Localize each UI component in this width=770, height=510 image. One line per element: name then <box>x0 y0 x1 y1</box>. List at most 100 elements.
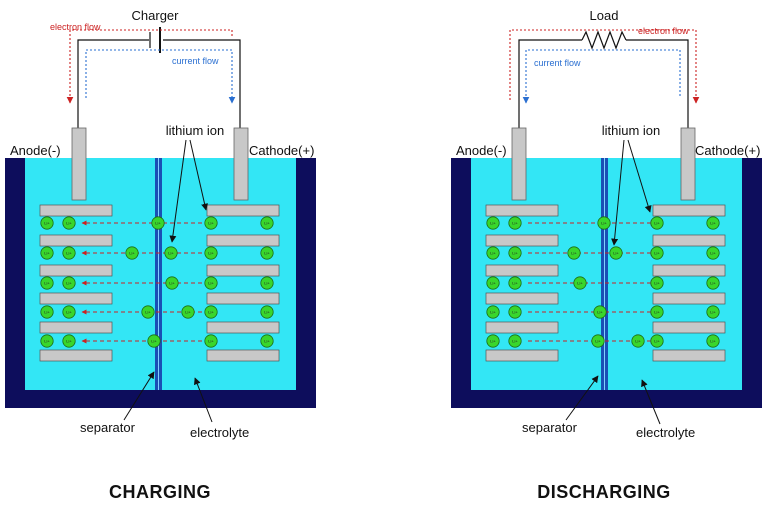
panel-title: DISCHARGING <box>537 482 671 502</box>
lithium-ion-symbol: Li+ <box>66 310 72 315</box>
lithium-ion-symbol: Li+ <box>185 310 191 315</box>
lithium-ion <box>650 305 664 319</box>
lithium-ion-symbol: Li+ <box>710 310 716 315</box>
lithium-ion-symbol: Li+ <box>264 339 270 344</box>
lithium-ion-symbol: Li+ <box>66 251 72 256</box>
lithium-ion-symbol: Li+ <box>151 339 157 344</box>
lithium-ion-symbol: Li+ <box>512 221 518 226</box>
lithium-ion <box>508 305 522 319</box>
anode-plate <box>39 349 113 362</box>
anode-plate <box>39 292 113 305</box>
lithium-ion-symbol: Li+ <box>512 310 518 315</box>
lithium-ion <box>204 216 218 230</box>
source-label: Load <box>590 8 619 23</box>
lithium-ion-symbol: Li+ <box>490 339 496 344</box>
anode-plate <box>485 349 559 362</box>
lithium-ion-symbol: Li+ <box>490 221 496 226</box>
electrolyte-label: electrolyte <box>190 425 249 440</box>
lithium-ion <box>706 276 720 290</box>
lithium-ion-symbol: Li+ <box>654 221 660 226</box>
circuit-wire <box>77 39 241 128</box>
lithium-ion <box>508 216 522 230</box>
circuit-wire <box>518 39 689 128</box>
panel-title: CHARGING <box>109 482 211 502</box>
anode-plate <box>485 292 559 305</box>
lithium-ion <box>706 305 720 319</box>
lithium-ion <box>486 276 500 290</box>
cathode-plate <box>206 234 280 247</box>
lithium-ion <box>567 246 581 260</box>
lithium-ion <box>204 276 218 290</box>
anode-terminal <box>511 127 527 201</box>
anode-plate <box>39 321 113 334</box>
cathode-plate <box>206 349 280 362</box>
cathode-label: Cathode(+) <box>695 143 760 158</box>
cathode-terminal <box>680 127 696 201</box>
lithium-ion-symbol: Li+ <box>490 251 496 256</box>
lithium-ion <box>204 334 218 348</box>
lithium-ion <box>573 276 587 290</box>
lithium-ion-symbol: Li+ <box>44 251 50 256</box>
lithium-ion-symbol: Li+ <box>208 221 214 226</box>
lithium-ion-label: lithium ion <box>602 123 661 138</box>
lithium-ion-symbol: Li+ <box>168 251 174 256</box>
cathode-plate <box>652 204 726 217</box>
anode-label: Anode(-) <box>10 143 61 158</box>
cathode-plate <box>206 264 280 277</box>
lithium-ion <box>125 246 139 260</box>
lithium-ion <box>40 334 54 348</box>
current-flow-label: current flow <box>172 56 219 66</box>
lithium-ion-symbol: Li+ <box>66 281 72 286</box>
lithium-ion <box>486 305 500 319</box>
lithium-ion-symbol: Li+ <box>66 221 72 226</box>
lithium-ion <box>62 276 76 290</box>
lithium-ion-symbol: Li+ <box>654 310 660 315</box>
cathode-plate <box>652 234 726 247</box>
lithium-ion-symbol: Li+ <box>44 281 50 286</box>
current-flow-arrow <box>85 49 236 104</box>
cathode-label: Cathode(+) <box>249 143 314 158</box>
lithium-ion-symbol: Li+ <box>512 251 518 256</box>
lithium-ion-symbol: Li+ <box>208 251 214 256</box>
electrode-plates <box>485 204 726 362</box>
lithium-ion-symbol: Li+ <box>264 221 270 226</box>
electron-flow-label: electron flow <box>50 22 101 32</box>
lithium-ion-symbol: Li+ <box>654 339 660 344</box>
lithium-ion <box>62 305 76 319</box>
lithium-ion-symbol: Li+ <box>710 221 716 226</box>
anode-plate <box>485 204 559 217</box>
lithium-ion <box>706 246 720 260</box>
lithium-ion <box>597 216 611 230</box>
lithium-ion-symbol: Li+ <box>490 281 496 286</box>
lithium-ion <box>181 305 195 319</box>
lithium-ion-symbol: Li+ <box>595 339 601 344</box>
lithium-ion-symbol: Li+ <box>66 339 72 344</box>
lithium-ion <box>260 334 274 348</box>
lithium-ion-symbol: Li+ <box>208 281 214 286</box>
lithium-ion-symbol: Li+ <box>44 339 50 344</box>
lithium-ion <box>486 216 500 230</box>
electrode-plates <box>39 204 280 362</box>
lithium-ion-symbol: Li+ <box>571 251 577 256</box>
lithium-ion <box>650 216 664 230</box>
lithium-ion-symbol: Li+ <box>654 281 660 286</box>
lithium-ion-symbol: Li+ <box>490 310 496 315</box>
lithium-ion <box>508 276 522 290</box>
anode-plate <box>485 321 559 334</box>
anode-plate <box>39 204 113 217</box>
electron-flow-arrow <box>66 29 233 104</box>
lithium-ion <box>260 305 274 319</box>
lithium-ion-symbol: Li+ <box>710 281 716 286</box>
lithium-ion <box>40 246 54 260</box>
lithium-ion-symbol: Li+ <box>710 339 716 344</box>
lithium-ion-symbol: Li+ <box>710 251 716 256</box>
lithium-ion-symbol: Li+ <box>654 251 660 256</box>
lithium-ion <box>631 334 645 348</box>
lithium-ion-symbol: Li+ <box>601 221 607 226</box>
panel-charging: Charger electron flow current flow Anode… <box>5 8 316 502</box>
lithium-ion-symbol: Li+ <box>264 310 270 315</box>
lithium-ion-symbol: Li+ <box>613 251 619 256</box>
lithium-ion <box>706 216 720 230</box>
lithium-ion-label: lithium ion <box>166 123 225 138</box>
cathode-plate <box>206 292 280 305</box>
